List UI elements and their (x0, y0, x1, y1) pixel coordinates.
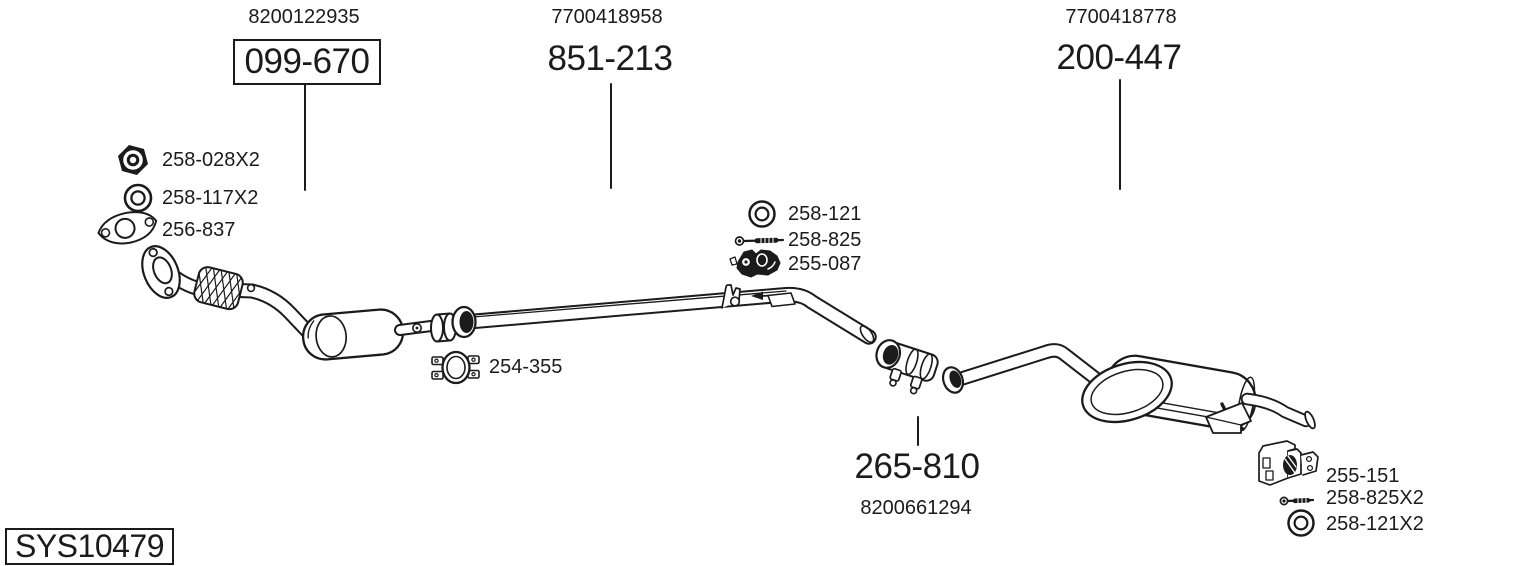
system-code-box: SYS10479 (5, 528, 174, 565)
oem-ref-front: 8200122935 (248, 6, 360, 28)
hanger-bracket-icon (1258, 440, 1319, 486)
oem-ref-coupler: 8200661294 (860, 497, 972, 519)
rubber-mount-icon (729, 249, 781, 278)
washer-icon (123, 183, 153, 213)
coupler-drawing (875, 339, 939, 395)
part-label-front-washer: 258-117X2 (162, 187, 259, 209)
catalytic-converter (301, 308, 405, 361)
part-label-front-clamp: 254-355 (489, 356, 563, 378)
part-label-rear-bolt: 258-825X2 (1326, 487, 1424, 509)
part-number-coupler[interactable]: 265-810 (854, 447, 980, 486)
pipe-clamp-icon (431, 350, 480, 385)
oem-ref-rear: 7700418778 (1065, 6, 1177, 28)
washer-icon (1287, 509, 1315, 537)
hex-nut-icon (118, 145, 148, 175)
center-pipe-drawing (451, 284, 877, 345)
part-label-mid-washer: 258-121 (788, 203, 862, 225)
front-pipe-drawing (141, 245, 457, 361)
leader-lines (304, 79, 1121, 446)
part-number-front-box[interactable]: 099-670 (233, 39, 381, 85)
part-label-mid-bolt: 258-825 (788, 229, 862, 251)
part-label-mid-clamp: 255-087 (788, 253, 862, 275)
bolt-icon (734, 236, 785, 246)
part-number-front: 099-670 (244, 42, 370, 81)
inlet-flange (141, 245, 181, 299)
pipe-hanger-bracket (721, 284, 741, 309)
bolt-icon (1279, 496, 1315, 506)
fixing-point-arrow (751, 291, 796, 308)
oem-ref-center: 7700418958 (551, 6, 663, 28)
part-label-rear-bracket: 255-151 (1326, 465, 1400, 487)
gasket-icon (97, 211, 158, 245)
washer-icon (748, 200, 776, 228)
part-number-rear[interactable]: 200-447 (1056, 38, 1182, 77)
part-number-center[interactable]: 851-213 (547, 39, 673, 78)
part-label-rear-washer: 258-121X2 (1326, 513, 1424, 535)
system-code: SYS10479 (14, 528, 165, 564)
part-label-gasket: 256-837 (162, 219, 236, 241)
rear-silencer-drawing (941, 343, 1316, 434)
part-label-nut: 258-028X2 (162, 149, 260, 171)
outlet-flange (430, 312, 457, 343)
